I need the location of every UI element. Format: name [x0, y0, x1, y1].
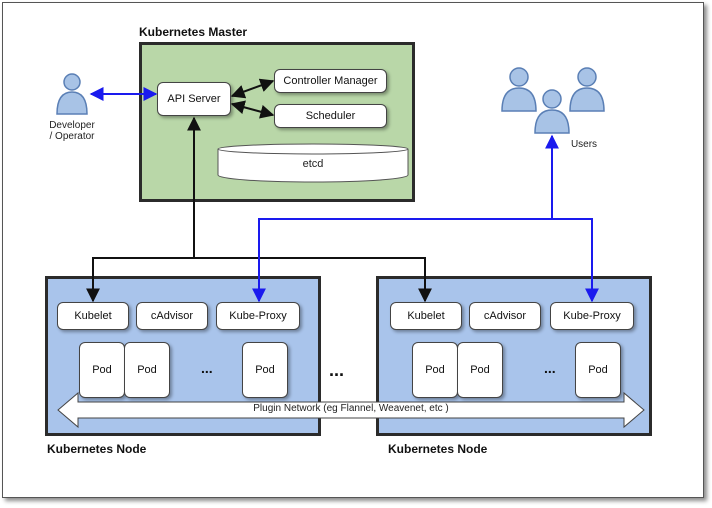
kubernetes-master-title: Kubernetes Master [139, 25, 248, 39]
developer-label-line2: / Operator [49, 131, 95, 142]
scheduler-box: Scheduler [274, 104, 387, 128]
pod-box: Pod [79, 342, 125, 398]
kubelet-box-1: Kubelet [57, 302, 129, 330]
kubernetes-node-title-2: Kubernetes Node [388, 442, 488, 456]
user-person-icon [569, 67, 605, 112]
kubernetes-node-title-1: Kubernetes Node [47, 442, 147, 456]
pod-box: Pod [124, 342, 170, 398]
developer-label-line1: Developer [49, 120, 95, 131]
pod-box: Pod [457, 342, 503, 398]
kube-proxy-box-1: Kube-Proxy [216, 302, 300, 330]
plugin-network-label: Plugin Network (eg Flannel, Weavenet, et… [253, 403, 449, 414]
api-server-box: API Server [157, 82, 231, 116]
between-nodes-ellipsis: ... [329, 360, 345, 380]
controller-manager-box: Controller Manager [274, 69, 387, 93]
cadvisor-box-2: cAdvisor [469, 302, 541, 330]
plugin-network-arrow [57, 391, 645, 429]
pod-box: Pod [412, 342, 458, 398]
etcd-label: etcd [302, 158, 324, 170]
kube-proxy-box-2: Kube-Proxy [550, 302, 634, 330]
pod-box: Pod [575, 342, 621, 398]
pod-ellipsis-1: ... [201, 360, 213, 376]
user-person-icon [501, 67, 537, 112]
users-label: Users [570, 139, 598, 150]
pod-box: Pod [242, 342, 288, 398]
pod-ellipsis-2: ... [544, 360, 556, 376]
cadvisor-box-1: cAdvisor [136, 302, 208, 330]
kubelet-box-2: Kubelet [390, 302, 462, 330]
user-person-icon [534, 89, 570, 134]
